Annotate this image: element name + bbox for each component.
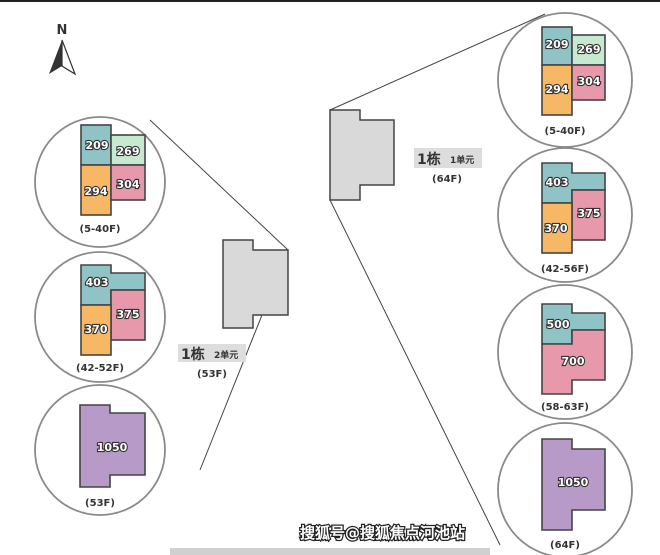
building-right-label-bg <box>414 148 482 168</box>
connector-line <box>329 13 546 111</box>
floor-range-label: (58-63F) <box>541 402 589 413</box>
unit-1050 <box>79 404 146 488</box>
connector-line <box>329 199 501 546</box>
unit-700 <box>541 329 606 395</box>
unit-label: 403 <box>546 176 569 189</box>
unit-label: 700 <box>562 355 585 368</box>
unit-375 <box>571 189 606 241</box>
floor-range-label: (53F) <box>85 498 115 509</box>
plan-left-53F: 1050 (53F) <box>34 384 166 516</box>
unit-label: 370 <box>85 323 108 336</box>
unit-label: 304 <box>578 75 601 88</box>
unit-294 <box>80 164 112 216</box>
watermark: 搜狐号@搜狐焦点河池站 <box>300 524 465 542</box>
unit-label: 269 <box>117 145 140 158</box>
floor-range-label: (5-40F) <box>545 126 586 137</box>
unit-304 <box>571 64 606 101</box>
building-left-label-bg <box>178 344 246 362</box>
unit-294 <box>541 64 573 116</box>
building-left-floors: (53F) <box>197 369 227 380</box>
unit-label: 209 <box>86 139 109 152</box>
unit-label: 1050 <box>97 441 128 454</box>
floor-range-label: (42-56F) <box>541 264 589 275</box>
unit-label: 294 <box>85 185 108 198</box>
connector-line <box>149 119 289 251</box>
plan-left-42-52F: 403 375 370 (42-52F) <box>34 251 166 383</box>
unit-209 <box>541 26 573 66</box>
plan-right-42-56F: 403 375 370 (42-56F) <box>497 147 633 283</box>
unit-label: 403 <box>86 276 109 289</box>
unit-label: 269 <box>578 43 601 56</box>
floor-range-label: (64F) <box>550 540 580 551</box>
building-left-outline <box>222 239 289 329</box>
plan-right-58-63F: 500 700 (58-63F) <box>497 284 633 420</box>
unit-label: 209 <box>546 38 569 51</box>
unit-label: 500 <box>547 318 570 331</box>
building-right-name: 1栋 <box>417 151 441 168</box>
building-left-name: 1栋 <box>181 346 205 363</box>
building-left-unit: 2单元 <box>214 349 238 361</box>
plan-left-5-40F: 209 269 294 304 (5-40F) <box>34 116 166 248</box>
unit-304 <box>110 164 146 201</box>
floor-range-label: (42-52F) <box>76 363 124 374</box>
north-arrow-icon: N <box>49 23 77 76</box>
compass-label: N <box>57 23 68 38</box>
building-right-floors: (64F) <box>432 174 462 185</box>
unit-label: 1050 <box>558 476 589 489</box>
unit-370 <box>541 202 573 254</box>
unit-1050 <box>541 438 606 531</box>
building-right-outline <box>329 109 395 201</box>
bottom-bar <box>170 548 490 555</box>
unit-label: 375 <box>578 207 601 220</box>
unit-269 <box>571 34 606 66</box>
unit-370 <box>80 304 112 356</box>
unit-label: 294 <box>546 83 569 96</box>
top-bar <box>0 0 660 2</box>
plan-right-64F: 1050 (64F) <box>497 422 633 555</box>
unit-label: 304 <box>117 178 140 191</box>
unit-label: 370 <box>545 222 568 235</box>
floor-range-label: (5-40F) <box>80 224 121 235</box>
unit-375 <box>110 289 146 341</box>
unit-label: 375 <box>117 308 140 321</box>
unit-269 <box>110 134 146 166</box>
plan-right-5-40F: 209 269 294 304 (5-40F) <box>497 12 633 148</box>
building-right-unit: 1单元 <box>450 154 474 166</box>
